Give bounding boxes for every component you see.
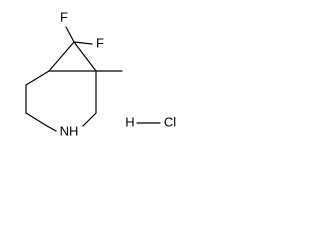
chemical-structure-diagram: F F NH H Cl xyxy=(25,9,176,138)
bond-ring-c4-n xyxy=(46,125,57,132)
bond-c7-fluorine-left xyxy=(65,26,75,43)
nitrogen-atom: NH xyxy=(60,123,79,138)
fluorine-atom-right: F xyxy=(96,35,104,50)
fluorine-atom-left: F xyxy=(60,9,68,24)
bond-ring-n-c5 xyxy=(82,112,97,127)
bond-cyclopropane-c7-c1 xyxy=(48,41,75,72)
bond-ring-c1-c2 xyxy=(25,70,50,86)
bond-ring-c3-c4 xyxy=(25,112,48,127)
chlorine-atom: Cl xyxy=(164,114,176,129)
bond-c7-fluorine-right xyxy=(73,41,93,45)
hydrogen-atom: H xyxy=(125,114,134,129)
bond-cyclopropane-c7-c6 xyxy=(73,41,97,72)
